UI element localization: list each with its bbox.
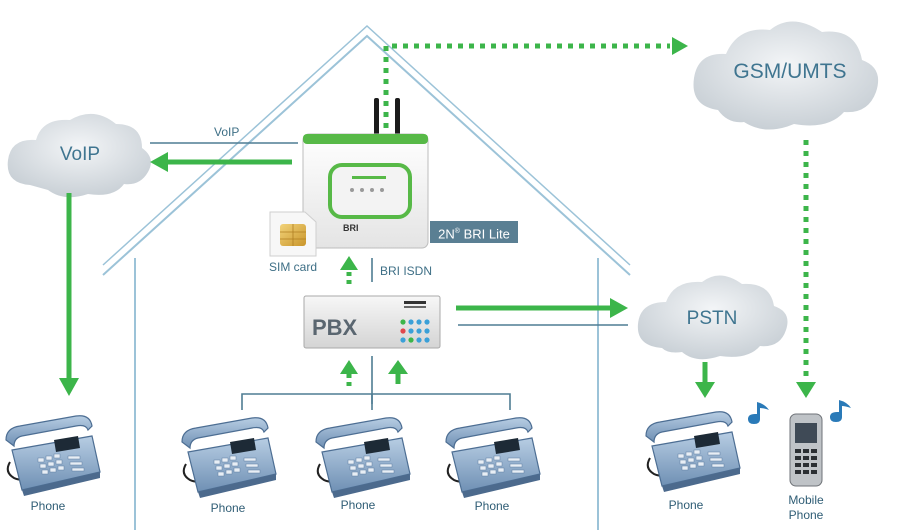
ringing-note-mobile-icon — [830, 400, 851, 422]
phone-right-icon — [645, 410, 741, 493]
mobile-phone-icon — [789, 413, 823, 487]
phone-house-2-label: Phone — [340, 498, 376, 512]
phone-house-1-icon — [181, 416, 277, 499]
phone-left-label: Phone — [30, 499, 66, 513]
phone-left-icon — [5, 414, 101, 497]
pstn-cloud — [637, 275, 788, 360]
gsm-to-mobile-arrow — [796, 140, 816, 398]
voip-to-phone-arrow — [59, 193, 79, 396]
pbx-to-pstn-arrow — [456, 298, 628, 318]
pbx-device — [303, 295, 441, 349]
sim-card-icon — [269, 211, 317, 257]
gsm-cloud-label: GSM/UMTS — [733, 60, 847, 83]
phone-bus-line — [241, 356, 511, 410]
antenna-left-icon — [374, 98, 379, 140]
phone-house-1-label: Phone — [210, 501, 246, 515]
mobile-phone-label-line2: Phone — [788, 508, 824, 522]
voip-link-label: VoIP — [214, 125, 240, 139]
house-outline — [102, 24, 631, 530]
mobile-phone-label-line1: Mobile — [788, 493, 824, 507]
phone-right-label: Phone — [668, 498, 704, 512]
gateway-device — [302, 98, 429, 249]
ringing-note-icon — [748, 402, 769, 424]
pbx-ports-icon — [400, 319, 430, 343]
pstn-to-phone-arrow — [695, 362, 715, 398]
gsm-dotted-arrow — [383, 37, 688, 128]
bri-isdn-label: BRI ISDN — [380, 264, 433, 278]
phone-house-2-icon — [315, 416, 411, 499]
phone-house-3-icon — [445, 416, 541, 499]
pbx-to-gateway-arrow — [340, 256, 358, 284]
pbx-label: PBX — [312, 315, 358, 340]
voip-cloud-label: VoIP — [59, 144, 101, 165]
voip-green-arrow — [150, 152, 292, 172]
gateway-logo: BRI — [343, 223, 359, 233]
voip-cloud — [7, 113, 151, 198]
gsm-cloud — [693, 21, 879, 130]
phone-house-3-label: Phone — [474, 499, 510, 513]
antenna-right-icon — [395, 98, 400, 140]
gateway-brand: 2N — [438, 226, 455, 242]
gateway-registered-mark: ® — [454, 228, 460, 235]
phone-to-pbx-arrow — [388, 360, 408, 384]
pstn-cloud-label: PSTN — [686, 308, 738, 329]
sim-card-label: SIM card — [269, 260, 318, 274]
gateway-name-badge: 2N® BRI Lite — [430, 221, 518, 243]
gateway-model: BRI Lite — [463, 226, 510, 242]
phone-to-pbx-dotted-arrow — [340, 360, 358, 386]
